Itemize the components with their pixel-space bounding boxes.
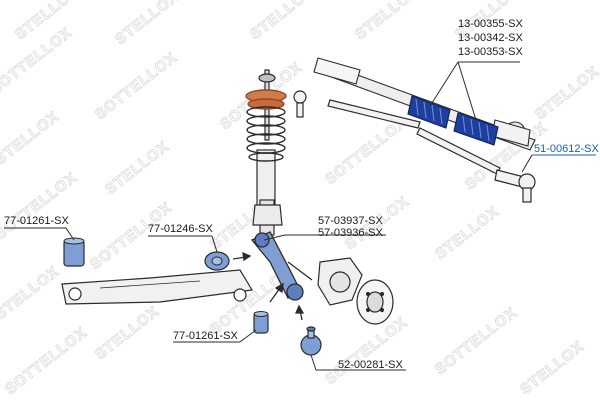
tie-rod-end-right (494, 169, 536, 203)
label-tie-rod-end[interactable]: 51-00612-SX (534, 143, 599, 155)
tie-rod-upper (327, 99, 421, 129)
leader-lines (4, 61, 596, 371)
watermark-text: STELLOX (92, 303, 162, 363)
watermark-text: SOTTELLOX (322, 114, 410, 188)
watermark-text: STELLOX (352, 0, 422, 43)
watermark-text: STELLOX (102, 138, 172, 198)
label-rack-boot-1[interactable]: 13-00355-SX (458, 18, 523, 30)
watermark-text: SOTTELLOX (92, 49, 180, 123)
label-bushing-bottom[interactable]: 77-01261-SX (173, 330, 238, 342)
lower-control-arm (250, 231, 313, 301)
cross-beam (61, 269, 253, 305)
bushing-bottom[interactable] (253, 311, 269, 334)
ball-joint[interactable] (300, 326, 322, 356)
strut-top-mount (258, 73, 276, 83)
label-bushing-center[interactable]: 77-01246-SX (148, 223, 213, 235)
part-labels: 13-00355-SX 13-00342-SX 13-00353-SX 51-0… (4, 18, 599, 371)
watermark-text: STELLOX (112, 0, 182, 48)
rack-left-end (313, 57, 361, 85)
watermark-text: STELLOX (517, 338, 587, 398)
label-ball-joint[interactable]: 52-00281-SX (338, 359, 403, 371)
tie-rod-end-left (293, 90, 307, 104)
rack-boot-right (453, 112, 499, 146)
watermark-text: STELLOX (532, 63, 600, 123)
steering-rack (313, 57, 536, 151)
label-bushing-left[interactable]: 77-01261-SX (4, 215, 69, 227)
bushing-center[interactable] (204, 251, 230, 271)
watermark-text: STELLOX (0, 108, 62, 168)
watermark-text: SOTTELLOX (2, 324, 90, 398)
rack-boot-left (407, 95, 451, 129)
steering-knuckle (317, 257, 363, 306)
label-rack-boot-3[interactable]: 13-00353-SX (458, 46, 523, 58)
watermark-text: SOTTELLOX (0, 24, 75, 98)
watermark-text: SOTTELLOX (322, 314, 410, 388)
pointer-arrows (232, 251, 305, 321)
strut-assembly (245, 69, 287, 236)
label-control-arm-1[interactable]: 57-03937-SX (318, 215, 383, 227)
watermark-text: STELLOX (0, 263, 62, 323)
label-rack-boot-2[interactable]: 13-00342-SX (458, 32, 523, 44)
brake-disc (356, 279, 394, 325)
bushing-left[interactable] (63, 237, 85, 267)
label-control-arm-2[interactable]: 57-03936-SX (318, 227, 383, 239)
watermark-text: STELLOX (432, 203, 502, 263)
watermark-text: STELLOX (247, 0, 317, 43)
tie-rod-end-left-stud (296, 102, 304, 118)
tie-rods (293, 90, 536, 203)
coil-spring (245, 89, 287, 162)
strut-bracket (252, 204, 283, 226)
watermark-text: SOTTELLOX (432, 304, 520, 378)
